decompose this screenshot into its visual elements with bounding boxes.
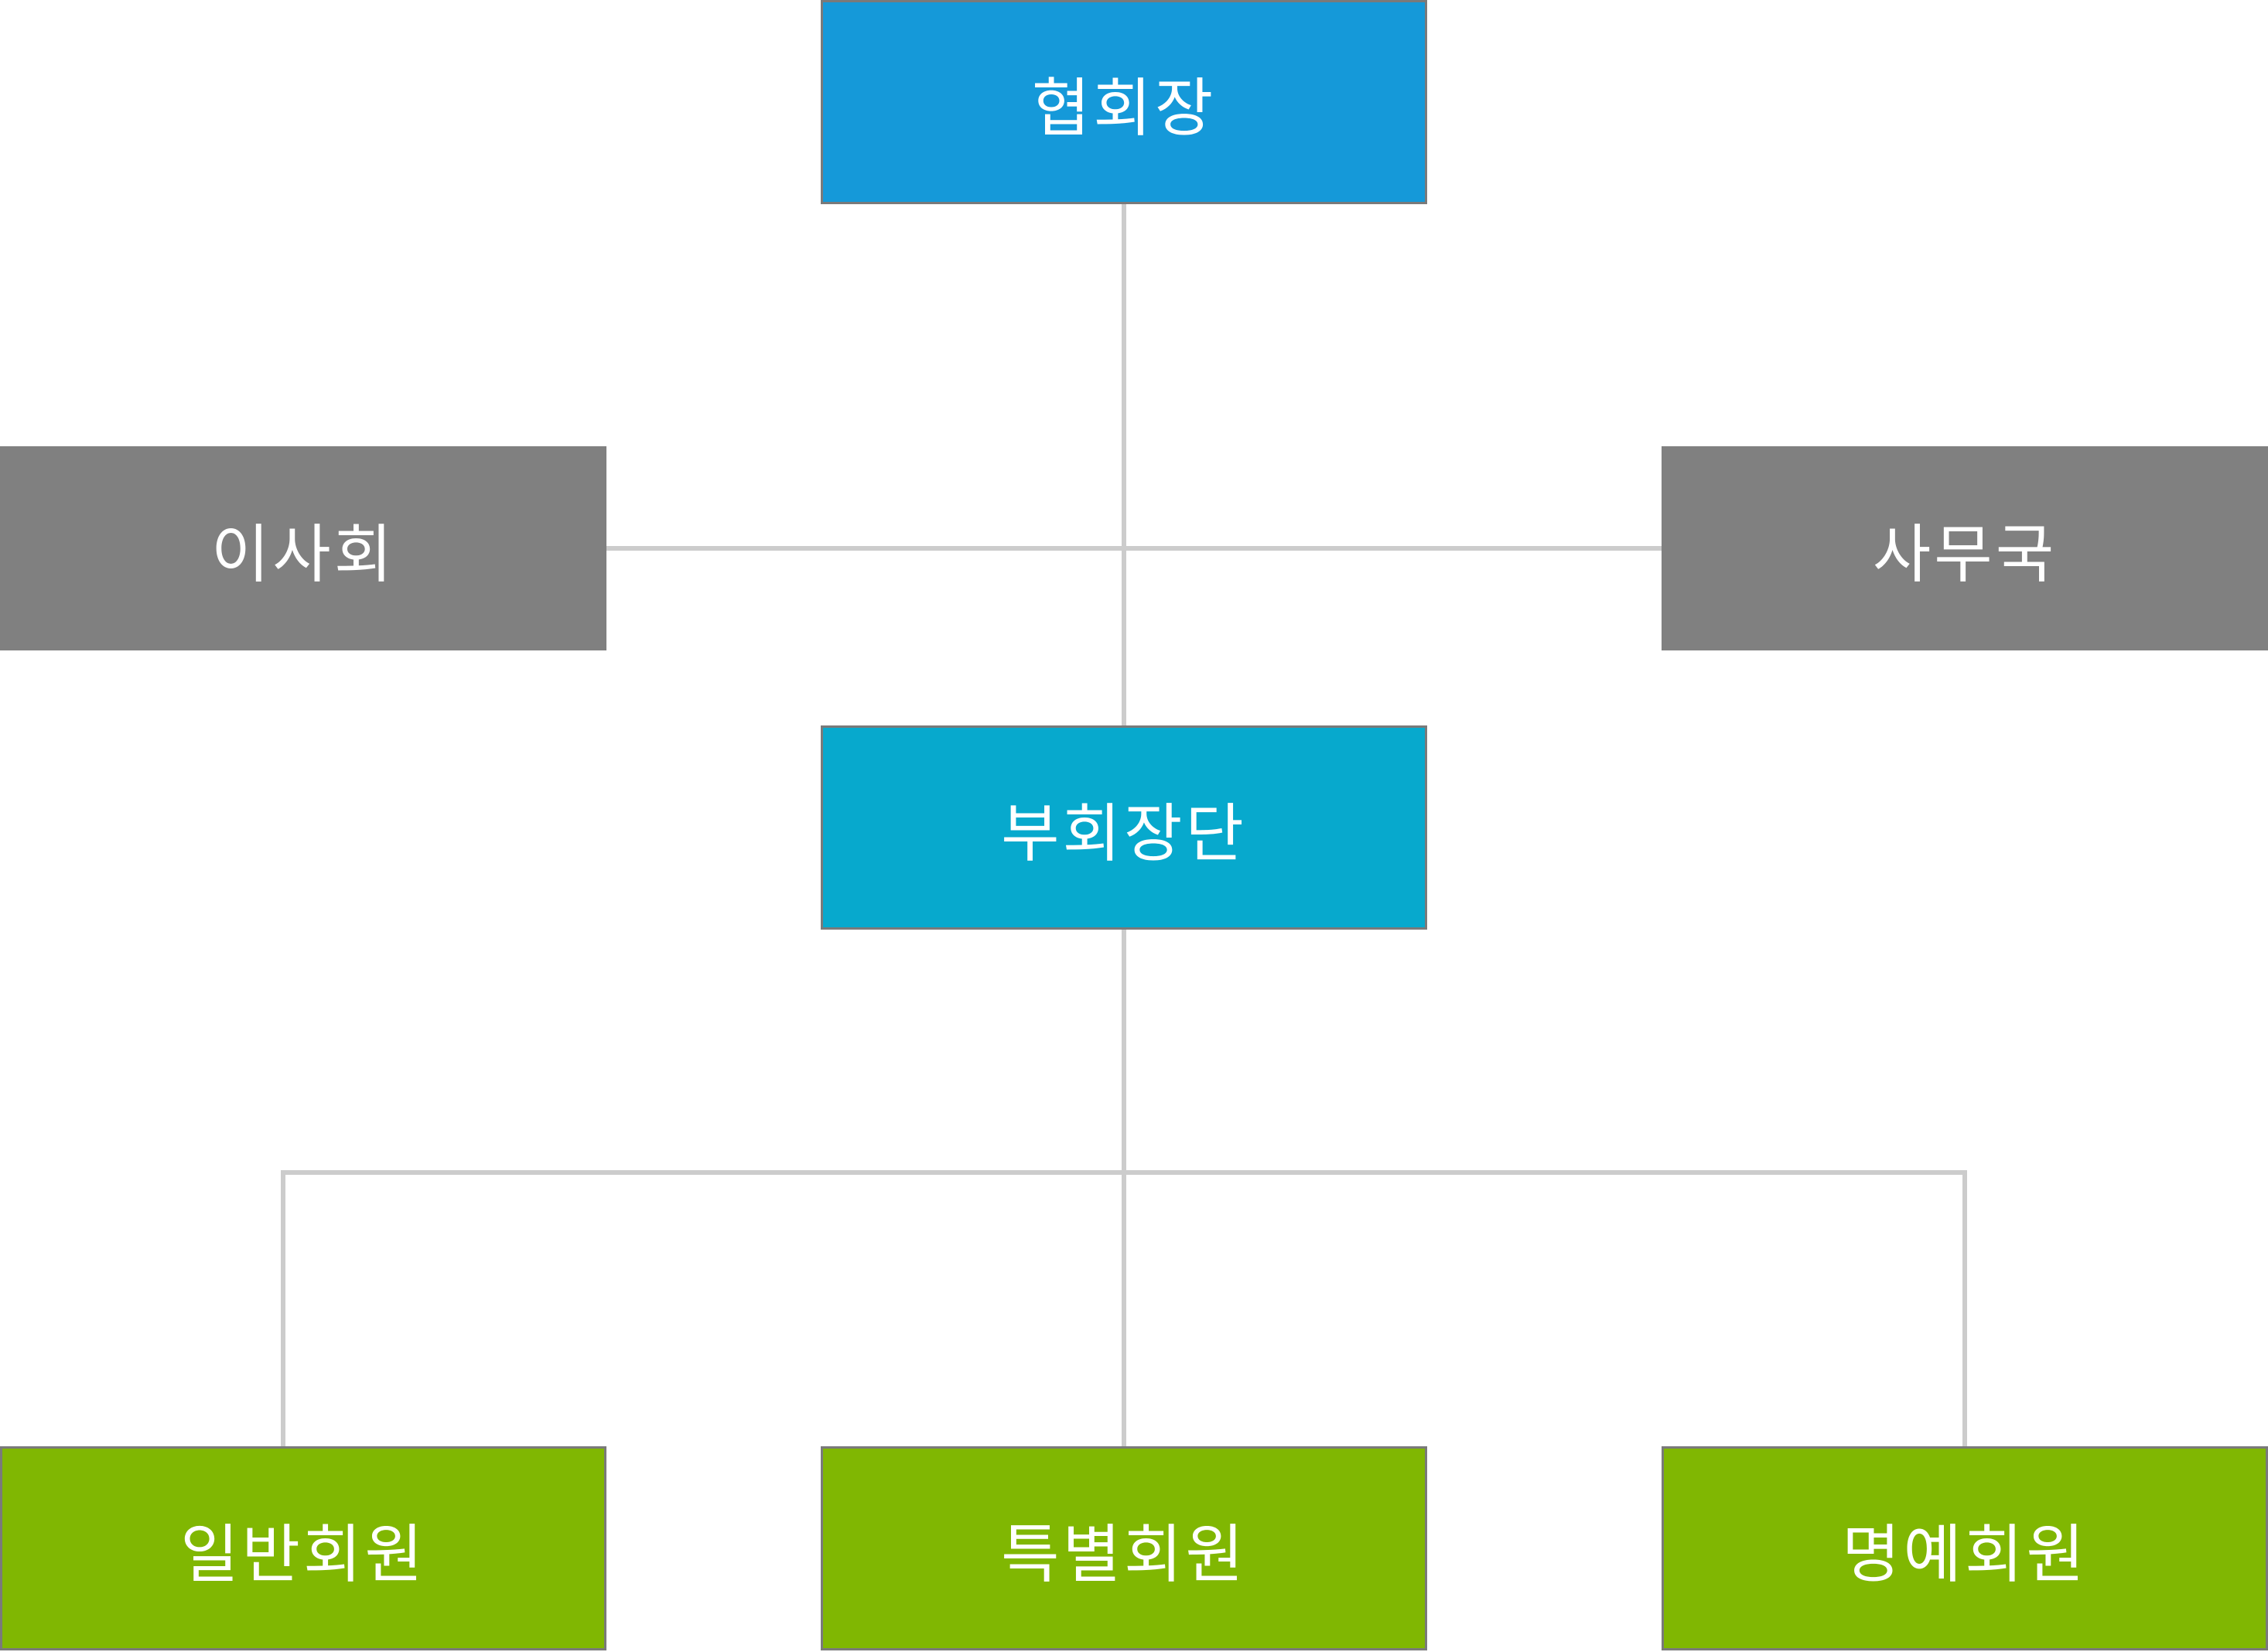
node-vice-president: 부회장단: [821, 725, 1427, 930]
node-honorary-member: 명예회원: [1662, 1446, 2268, 1650]
node-special-member-label: 특별회원: [1001, 1517, 1247, 1592]
node-secretariat-label: 사무국: [1872, 517, 2058, 592]
node-vice-president-label: 부회장단: [1001, 797, 1247, 871]
node-honorary-member-label: 명예회원: [1842, 1517, 2088, 1592]
node-general-member-label: 일반회원: [180, 1517, 426, 1592]
node-general-member: 일반회원: [0, 1446, 606, 1650]
node-president-label: 협회장: [1031, 71, 1217, 145]
node-board-label: 이사회: [210, 517, 396, 592]
node-president: 협회장: [821, 0, 1427, 204]
node-secretariat: 사무국: [1662, 446, 2268, 650]
node-special-member: 특별회원: [821, 1446, 1427, 1650]
node-board: 이사회: [0, 446, 606, 650]
